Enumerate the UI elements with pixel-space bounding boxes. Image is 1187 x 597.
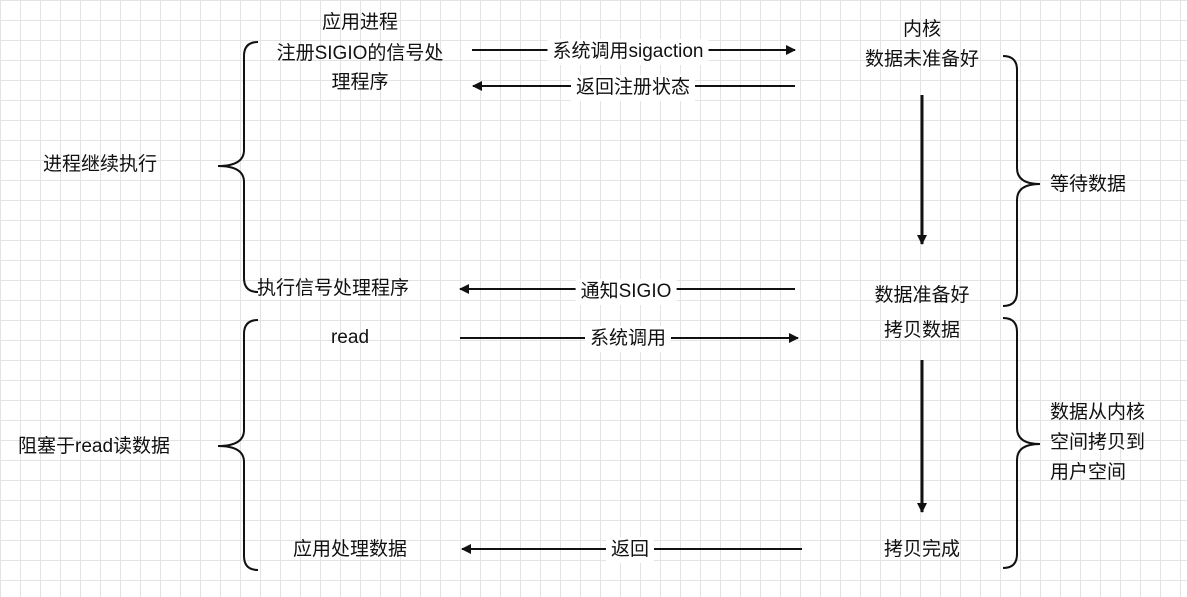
label-register-status: 返回注册状态 xyxy=(570,75,696,101)
kernel-title: 内核 xyxy=(902,19,941,40)
app-process-title: 应用进程 xyxy=(321,12,398,33)
label-copy-line2: 空间拷贝到 xyxy=(1050,432,1146,453)
app-run-handler: 执行信号处理程序 xyxy=(257,278,410,299)
brace-copy xyxy=(1002,317,1041,569)
app-register-line1: 注册SIGIO的信号处 xyxy=(276,43,444,64)
app-read: read xyxy=(330,327,370,348)
label-wait-data: 等待数据 xyxy=(1050,174,1127,195)
kernel-not-ready: 数据未准备好 xyxy=(864,49,979,70)
label-return: 返回 xyxy=(605,537,655,563)
label-blocked-reading: 阻塞于read读数据 xyxy=(18,436,171,457)
app-register-line2: 理程序 xyxy=(331,72,389,93)
label-continue-executing: 进程继续执行 xyxy=(43,154,158,175)
label-copy-line3: 用户空间 xyxy=(1050,462,1127,483)
brace-wait xyxy=(1002,55,1041,307)
brace-block xyxy=(217,319,259,571)
label-syscall: 系统调用 xyxy=(584,326,672,352)
label-copy-line1: 数据从内核 xyxy=(1050,402,1146,423)
kernel-data-ready: 数据准备好 xyxy=(874,285,970,306)
label-notify-sigio: 通知SIGIO xyxy=(575,279,677,305)
brace-continue xyxy=(217,41,259,293)
app-process-data: 应用处理数据 xyxy=(292,539,407,560)
label-sigaction: 系统调用sigaction xyxy=(547,39,709,65)
kernel-copy-data: 拷贝数据 xyxy=(883,320,960,341)
kernel-copy-done: 拷贝完成 xyxy=(883,539,960,560)
